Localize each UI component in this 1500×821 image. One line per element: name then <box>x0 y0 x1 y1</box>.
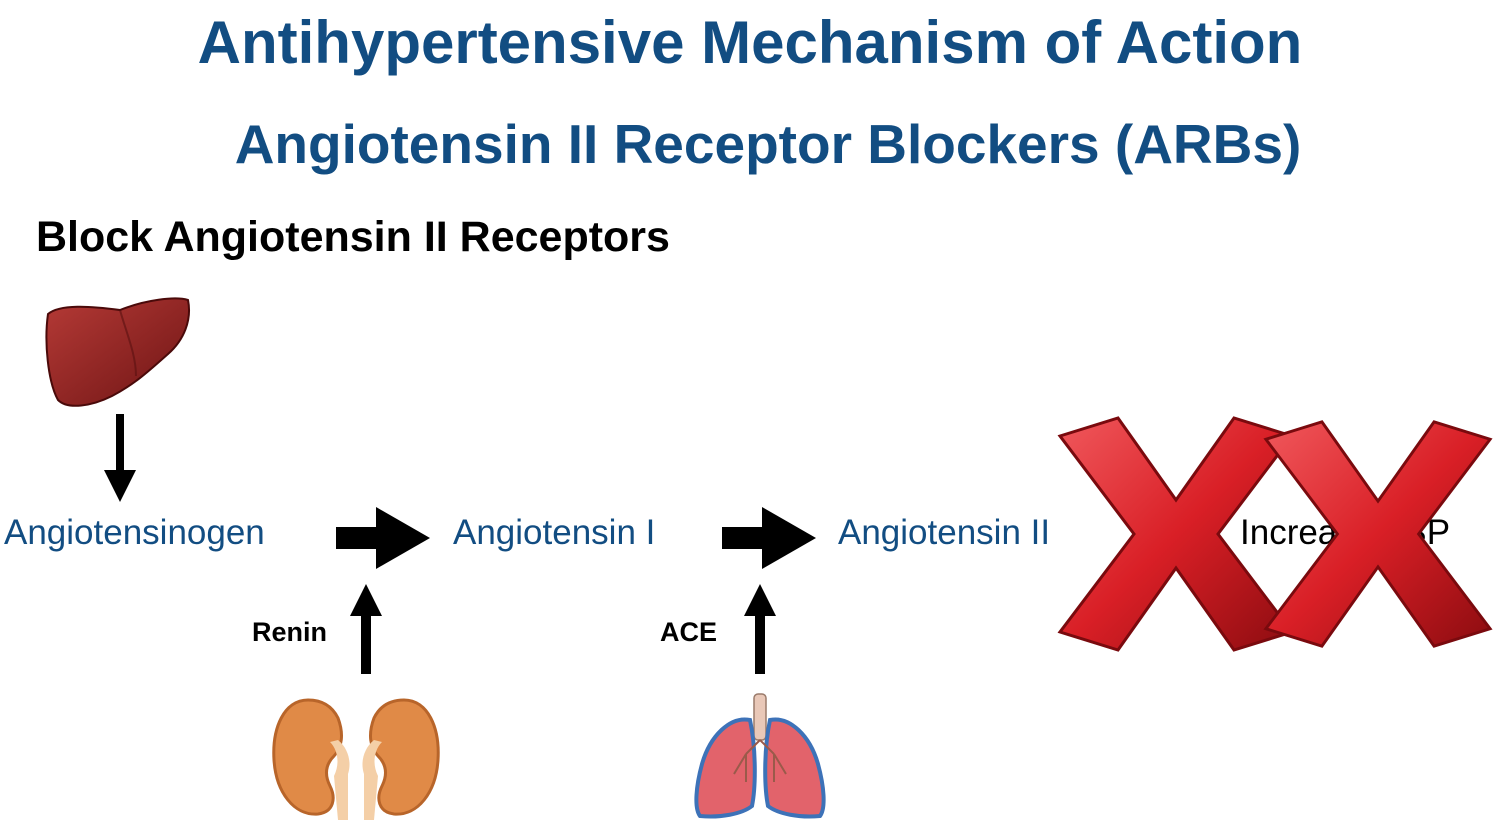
down-arrow-icon <box>104 414 136 502</box>
enzyme-ace: ACE <box>660 617 718 647</box>
right-arrow-icon <box>722 507 816 569</box>
node-angiotensin-ii: Angiotensin II <box>838 513 1051 552</box>
page-title: Antihypertensive Mechanism of Action <box>197 9 1303 76</box>
up-arrow-icon <box>744 584 776 674</box>
node-angiotensin-i: Angiotensin I <box>453 513 656 552</box>
red-x-icon <box>1057 416 1295 652</box>
section-heading: Block Angiotensin II Receptors <box>36 213 670 261</box>
red-x-icon <box>1263 420 1493 648</box>
lungs-icon <box>694 693 826 819</box>
enzyme-renin: Renin <box>252 617 328 647</box>
kidneys-icon <box>272 698 440 820</box>
node-angiotensinogen: Angiotensinogen <box>4 513 265 552</box>
right-arrow-icon <box>336 507 430 569</box>
up-arrow-icon <box>350 584 382 674</box>
liver-icon <box>45 297 190 407</box>
page-subtitle: Angiotensin II Receptor Blockers (ARBs) <box>234 113 1302 175</box>
